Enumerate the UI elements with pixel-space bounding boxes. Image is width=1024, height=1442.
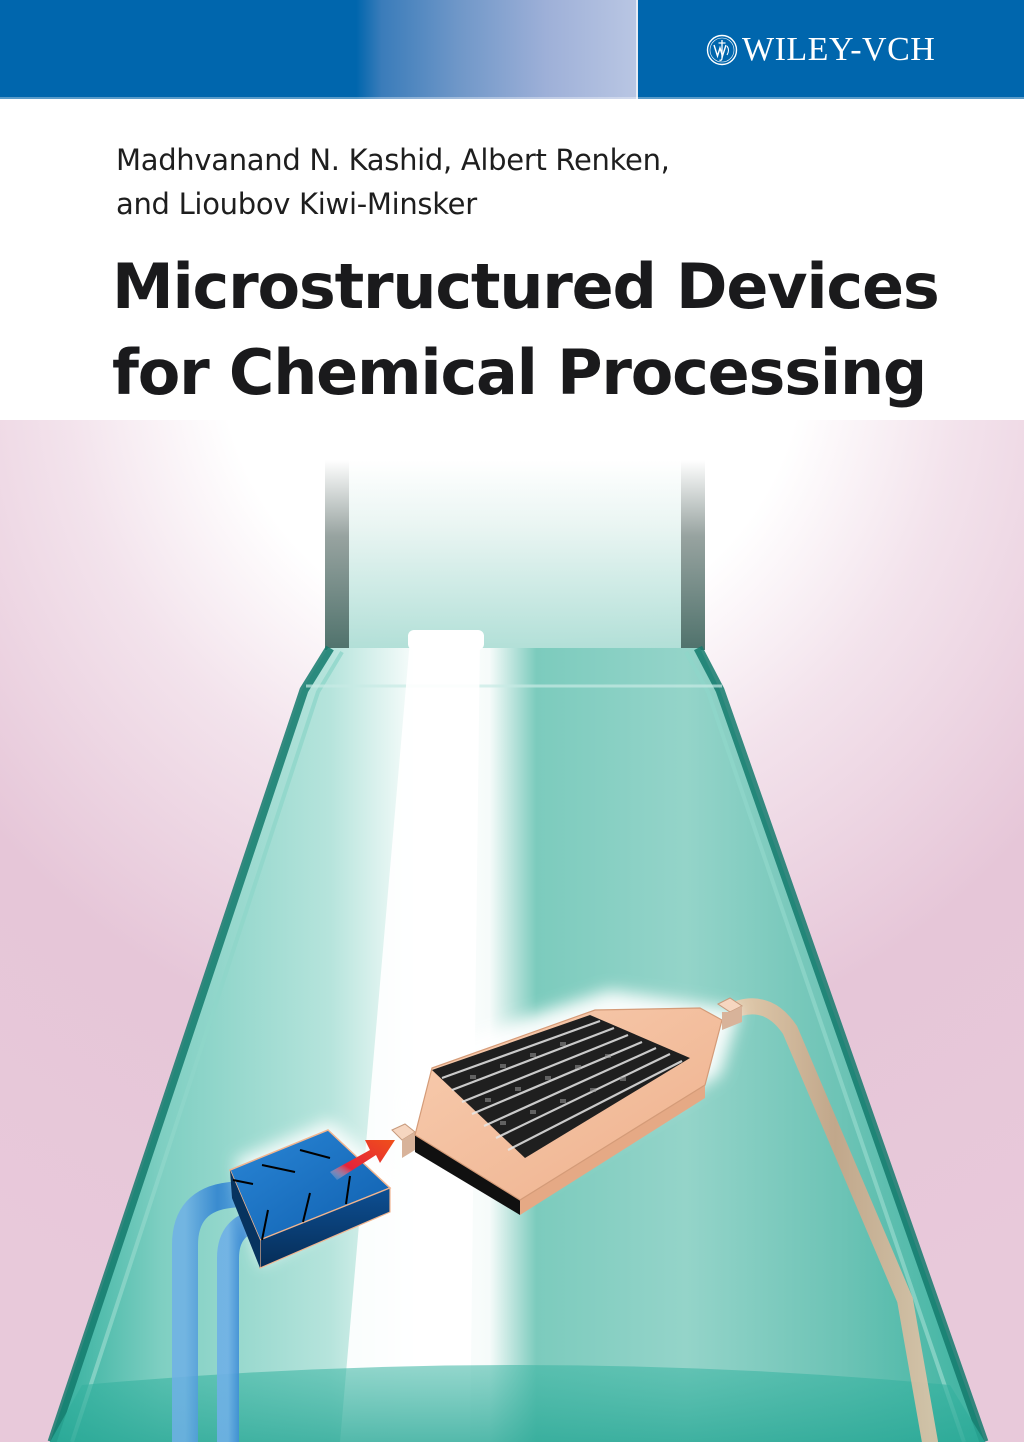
microreactor (391, 997, 743, 1215)
wiley-emblem-icon (706, 34, 738, 65)
publisher-panel: WILEY-VCH (638, 0, 1024, 99)
title-line-2: for Chemical Processing (112, 336, 927, 409)
publisher-name: WILEY-VCH (742, 30, 936, 68)
header-band: WILEY-VCH (0, 0, 1024, 99)
outlet-tube (732, 998, 938, 1442)
header-underline (0, 97, 1024, 99)
header-divider (636, 0, 638, 99)
publisher-logo: WILEY-VCH (706, 30, 936, 68)
flask-neck (325, 460, 705, 650)
author-list: Madhvanand N. Kashid, Albert Renken, and… (116, 138, 670, 226)
header-gradient-panel (0, 0, 636, 99)
cover-illustration (0, 420, 1024, 1442)
mixer-block (229, 1129, 392, 1269)
flow-arrow-icon (330, 1140, 395, 1180)
title-line-1: Microstructured Devices (112, 250, 940, 323)
author-line-2: and Lioubov Kiwi-Minsker (116, 187, 477, 221)
book-title: Microstructured Devices for Chemical Pro… (112, 244, 940, 416)
flask-illustration (0, 420, 1024, 1442)
flask-liquid (50, 1365, 985, 1442)
author-line-1: Madhvanand N. Kashid, Albert Renken, (116, 143, 670, 177)
